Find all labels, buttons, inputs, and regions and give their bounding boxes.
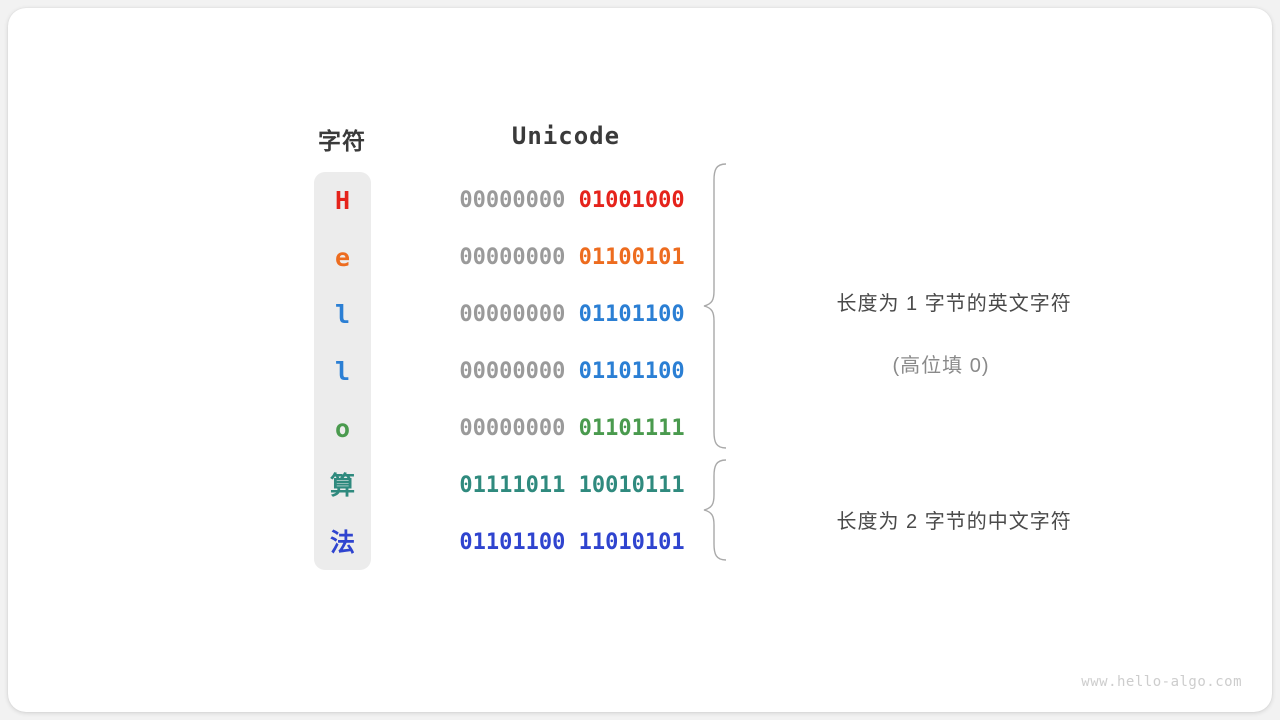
character-column-background xyxy=(314,172,371,570)
row-high-byte: 00000000 xyxy=(459,188,566,213)
row-low-byte: 01100101 xyxy=(578,245,685,270)
table-row: H 00000000 01001000 xyxy=(314,172,704,229)
row-unicode-bits: 01101100 11010101 xyxy=(440,514,704,571)
diagram-card: 字符 Unicode H 00000000 01001000 e 00000000 0… xyxy=(8,8,1272,712)
brace-2-byte xyxy=(703,459,727,561)
row-high-byte: 01111011 xyxy=(459,473,566,498)
column-header-unicode: Unicode xyxy=(511,122,621,150)
row-character: 法 xyxy=(329,528,355,557)
row-unicode-bits: 00000000 01101111 xyxy=(440,400,704,457)
table-row: e 00000000 01100101 xyxy=(314,229,704,286)
row-character: l xyxy=(334,300,351,329)
annotation-two-byte-text: 长度为 2 字节的中文字符 xyxy=(836,511,1072,533)
annotation-two-byte: 长度为 2 字节的中文字符 xyxy=(756,482,1126,557)
row-high-byte: 01101100 xyxy=(459,530,566,555)
table-row: l 00000000 01101100 xyxy=(314,286,704,343)
row-unicode-bits: 00000000 01101100 xyxy=(440,343,704,400)
row-unicode-bits: 00000000 01100101 xyxy=(440,229,704,286)
row-character: l xyxy=(334,357,351,386)
row-low-byte: 01101111 xyxy=(578,416,685,441)
row-low-byte: 01101100 xyxy=(578,359,685,384)
watermark: www.hello-algo.com xyxy=(1081,674,1242,690)
row-character: o xyxy=(334,414,351,443)
table-row: 法 01101100 11010101 xyxy=(314,514,704,571)
row-character: e xyxy=(334,243,351,272)
table-row: 算 01111011 10010111 xyxy=(314,457,704,514)
row-low-byte: 10010111 xyxy=(578,473,685,498)
row-low-byte: 11010101 xyxy=(578,530,685,555)
row-high-byte: 00000000 xyxy=(459,416,566,441)
row-character: 算 xyxy=(329,471,355,500)
annotation-one-byte: 长度为 1 字节的英文字符 (高位填 0) xyxy=(756,264,1126,424)
row-unicode-bits: 00000000 01101100 xyxy=(440,286,704,343)
row-unicode-bits: 01111011 10010111 xyxy=(440,457,704,514)
annotation-one-byte-text: 长度为 1 字节的英文字符 xyxy=(836,293,1072,315)
row-unicode-bits: 00000000 01001000 xyxy=(440,172,704,229)
brace-1-byte xyxy=(703,163,727,449)
row-high-byte: 00000000 xyxy=(459,302,566,327)
table-row: o 00000000 01101111 xyxy=(314,400,704,457)
row-high-byte: 00000000 xyxy=(459,359,566,384)
row-low-byte: 01001000 xyxy=(578,188,685,213)
table-row: l 00000000 01101100 xyxy=(314,343,704,400)
row-low-byte: 01101100 xyxy=(578,302,685,327)
row-high-byte: 00000000 xyxy=(459,245,566,270)
column-header-character: 字符 xyxy=(318,128,366,154)
row-character: H xyxy=(334,186,351,215)
annotation-one-byte-subtext: (高位填 0) xyxy=(892,355,990,377)
